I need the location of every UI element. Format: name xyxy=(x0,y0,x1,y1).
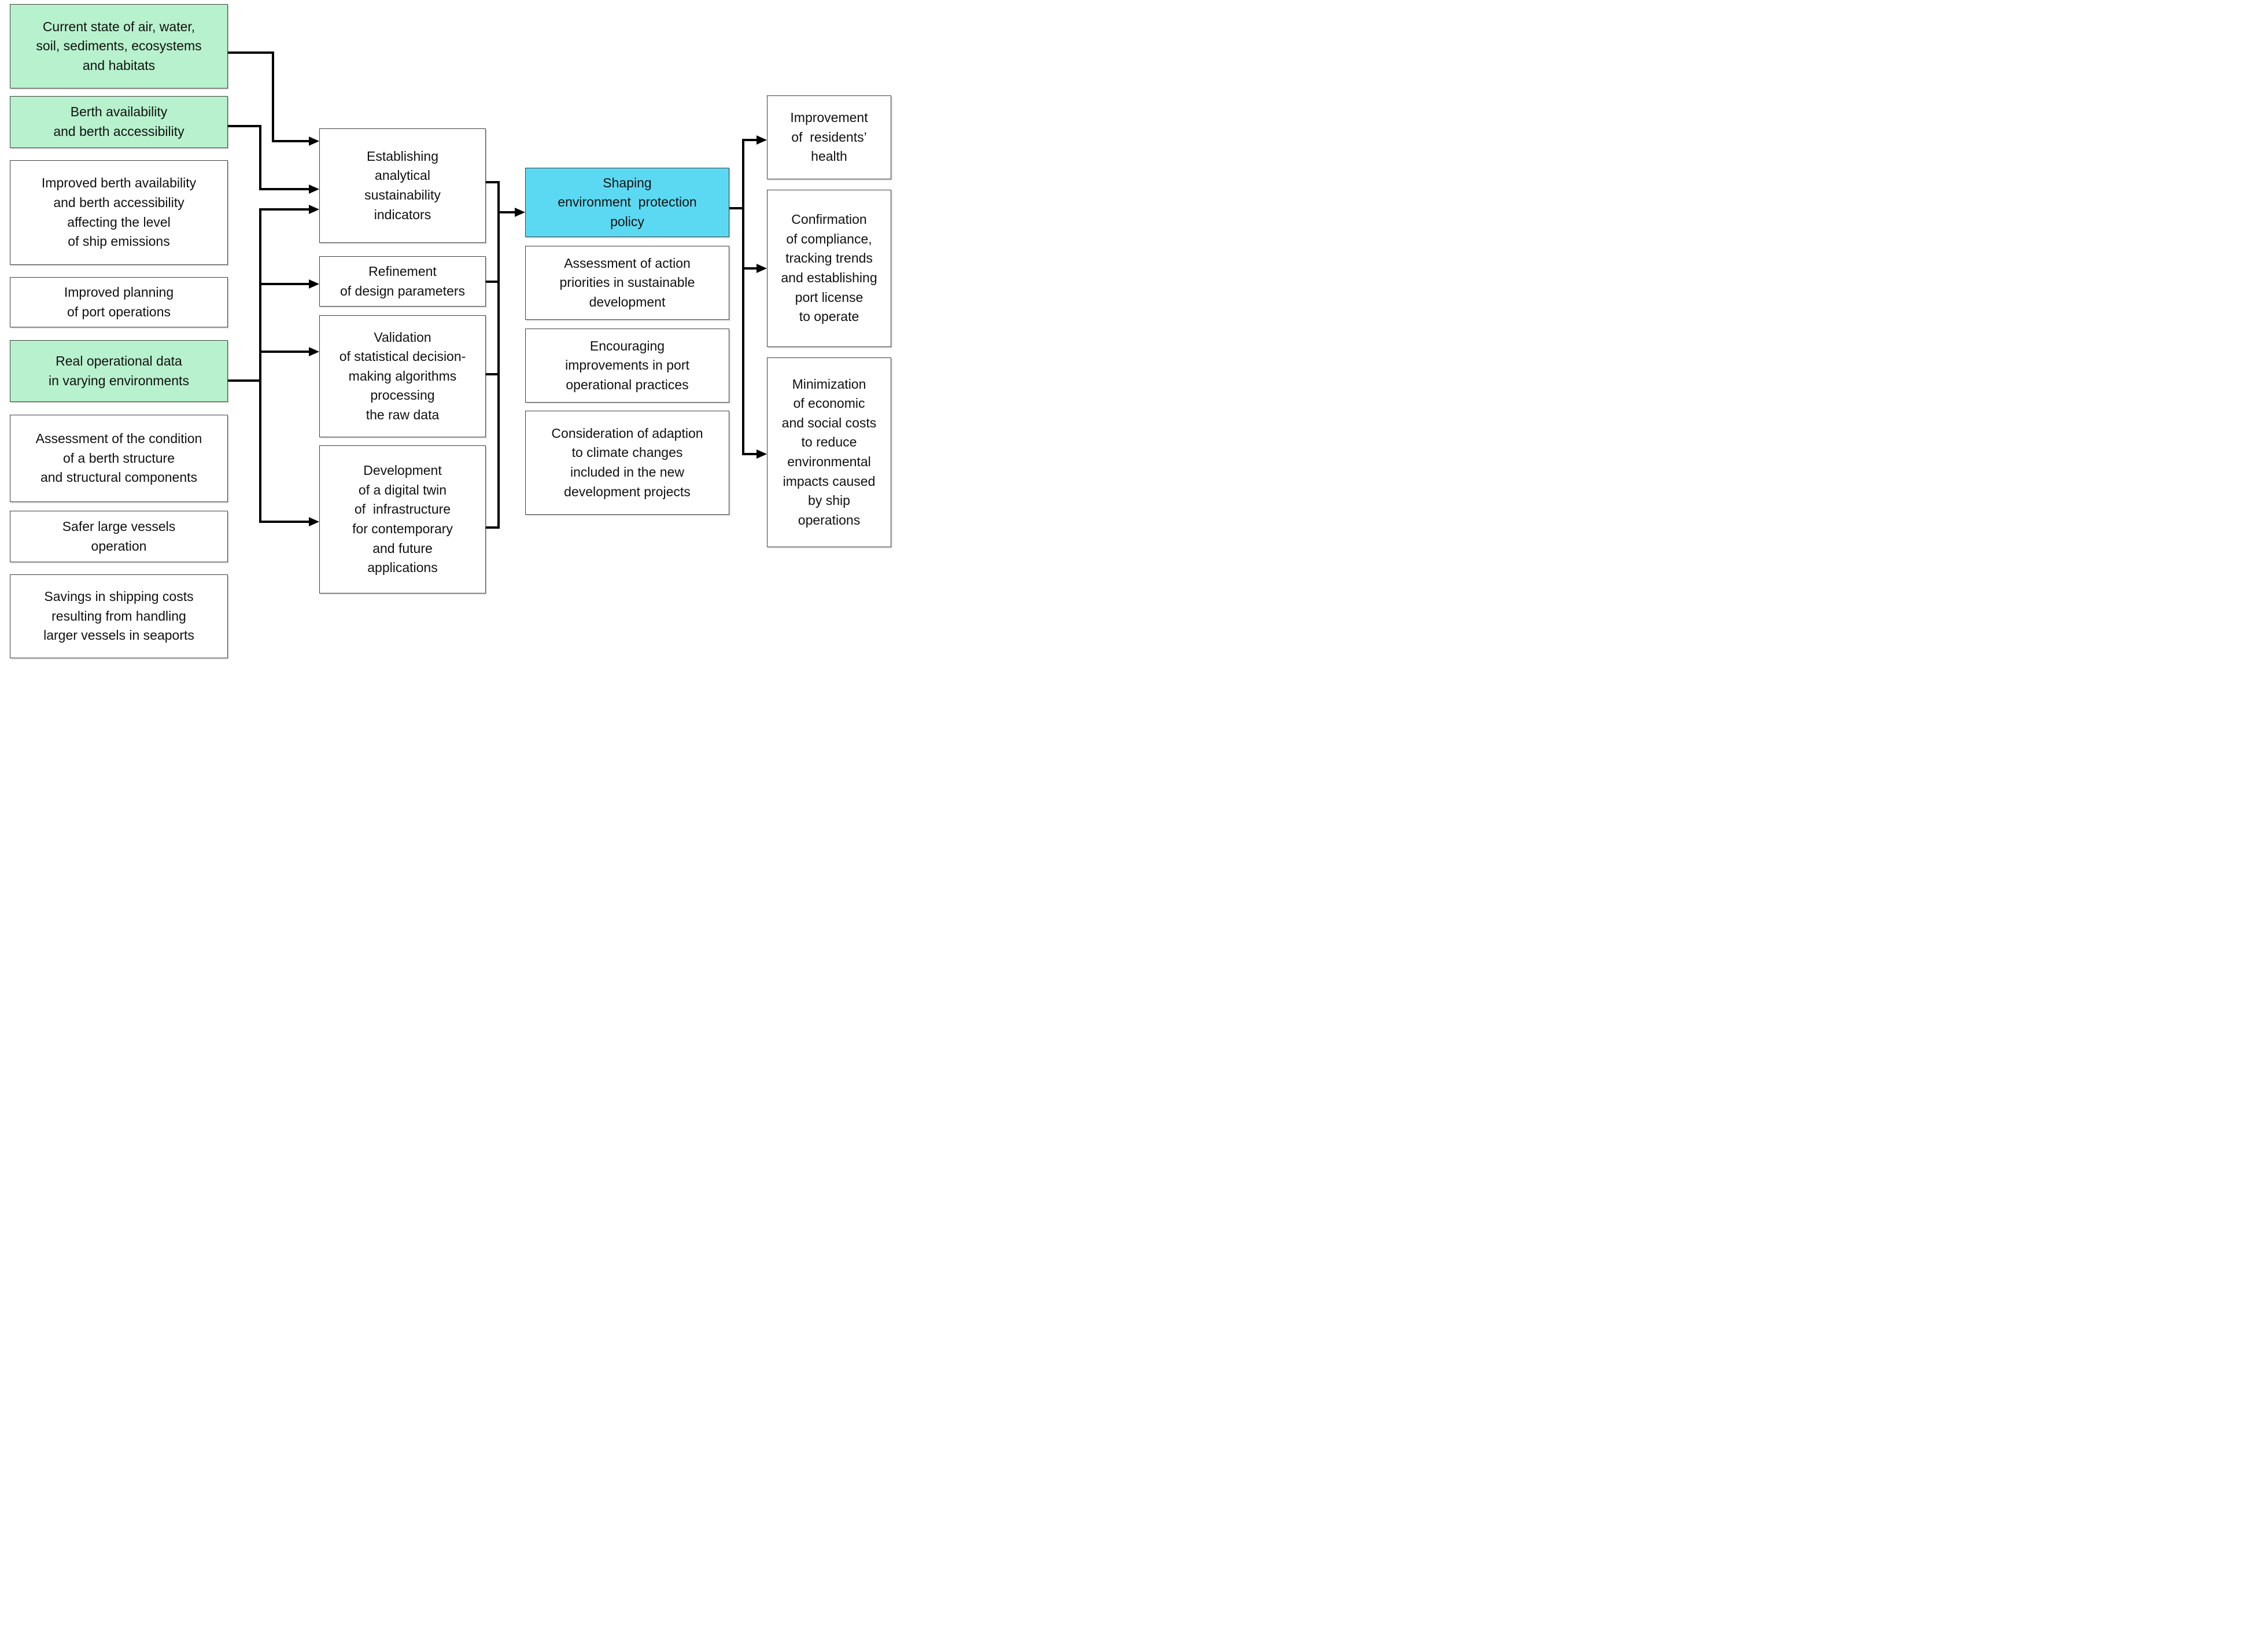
box-berth-availability-label: Berth availability and berth accessibili… xyxy=(53,104,184,139)
box-establishing-indicators: Establishing analytical sustainability i… xyxy=(319,128,486,243)
box-current-state-label: Current state of air, water, soil, sedim… xyxy=(36,19,202,73)
line-segment xyxy=(486,526,500,529)
box-savings-shipping-label: Savings in shipping costs resulting from… xyxy=(43,589,194,643)
box-improvement-health: Improvement of residents’ health xyxy=(767,95,891,179)
arrowhead xyxy=(757,449,767,459)
line-segment xyxy=(228,51,274,54)
line-segment xyxy=(742,453,757,455)
box-savings-shipping: Savings in shipping costs resulting from… xyxy=(10,574,228,658)
box-improved-berth-label: Improved berth availability and berth ac… xyxy=(41,175,197,249)
box-shaping-policy-label: Shaping environment protection policy xyxy=(558,175,697,229)
box-current-state: Current state of air, water, soil, sedim… xyxy=(10,4,228,89)
box-establishing-indicators-label: Establishing analytical sustainability i… xyxy=(364,148,441,222)
box-real-operational-data-label: Real operational data in varying environ… xyxy=(49,353,189,388)
arrowhead xyxy=(757,135,767,145)
box-real-operational-data: Real operational data in varying environ… xyxy=(10,340,228,402)
arrowhead xyxy=(309,347,319,356)
arrowhead xyxy=(309,185,319,194)
box-assessment-condition: Assessment of the condition of a berth s… xyxy=(10,415,228,502)
line-segment xyxy=(259,208,261,523)
box-improved-planning-label: Improved planning of port operations xyxy=(64,284,174,319)
box-safer-vessels: Safer large vessels operation xyxy=(10,511,228,562)
box-consideration-adaption: Consideration of adaption to climate cha… xyxy=(525,411,729,515)
line-segment xyxy=(272,51,274,142)
box-assessment-condition-label: Assessment of the condition of a berth s… xyxy=(35,431,202,485)
line-segment xyxy=(742,139,744,455)
arrowhead xyxy=(309,279,319,289)
box-assessment-priorities: Assessment of action priorities in susta… xyxy=(525,246,729,320)
line-segment xyxy=(742,139,757,141)
arrowhead xyxy=(309,137,319,146)
box-improvement-health-label: Improvement of residents’ health xyxy=(790,110,868,164)
arrowhead xyxy=(309,205,319,214)
box-refinement-parameters-label: Refinement of design parameters xyxy=(340,263,466,298)
line-segment xyxy=(742,267,757,270)
box-shaping-policy: Shaping environment protection policy xyxy=(525,168,729,237)
line-segment xyxy=(259,521,309,523)
box-confirmation-compliance: Confirmation of compliance, tracking tre… xyxy=(767,190,891,347)
box-berth-availability: Berth availability and berth accessibili… xyxy=(10,96,228,148)
box-validation-algorithms: Validation of statistical decision- maki… xyxy=(319,315,486,437)
box-consideration-adaption-label: Consideration of adaption to climate cha… xyxy=(551,425,703,499)
box-encouraging-improvements: Encouraging improvements in port operati… xyxy=(525,329,729,403)
line-segment xyxy=(259,208,309,211)
box-development-digital-twin-label: Development of a digital twin of infrast… xyxy=(352,463,453,576)
box-confirmation-compliance-label: Confirmation of compliance, tracking tre… xyxy=(781,212,877,325)
line-segment xyxy=(497,211,515,213)
line-segment xyxy=(259,351,309,353)
arrowhead xyxy=(757,264,767,273)
box-minimization-costs: Minimization of economic and social cost… xyxy=(767,357,891,547)
box-encouraging-improvements-label: Encouraging improvements in port operati… xyxy=(565,338,689,392)
line-segment xyxy=(272,140,309,142)
line-segment xyxy=(729,207,744,209)
flow-diagram: Current state of air, water, soil, sedim… xyxy=(0,0,905,661)
box-minimization-costs-label: Minimization of economic and social cost… xyxy=(781,376,877,528)
line-segment xyxy=(486,281,497,283)
box-development-digital-twin: Development of a digital twin of infrast… xyxy=(319,445,486,593)
line-segment xyxy=(228,379,261,382)
arrowhead xyxy=(309,517,319,526)
line-segment xyxy=(497,181,500,529)
box-improved-berth: Improved berth availability and berth ac… xyxy=(10,160,228,265)
box-improved-planning: Improved planning of port operations xyxy=(10,277,228,327)
line-segment xyxy=(259,283,309,285)
box-assessment-priorities-label: Assessment of action priorities in susta… xyxy=(559,255,695,309)
line-segment xyxy=(259,188,309,190)
arrowhead xyxy=(515,208,525,217)
line-segment xyxy=(486,181,500,183)
box-refinement-parameters: Refinement of design parameters xyxy=(319,256,486,307)
line-segment xyxy=(486,373,497,375)
box-safer-vessels-label: Safer large vessels operation xyxy=(62,518,176,554)
line-segment xyxy=(228,125,261,127)
line-segment xyxy=(259,125,261,190)
box-validation-algorithms-label: Validation of statistical decision- maki… xyxy=(339,329,466,422)
